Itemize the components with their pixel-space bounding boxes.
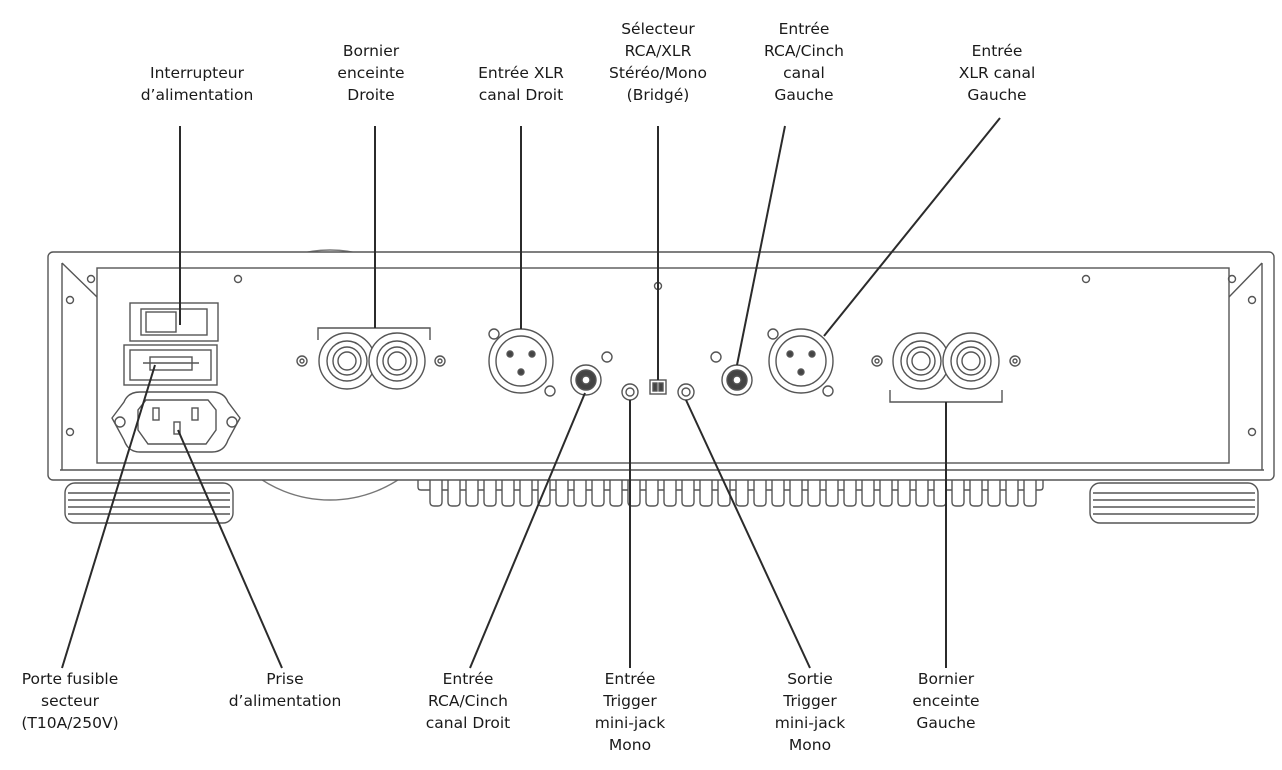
label-xlr-input-right: Entrée XLR canal Droit: [478, 62, 564, 106]
label-line: RCA/XLR: [624, 42, 692, 60]
label-trigger-input: Entrée Trigger mini-jack Mono: [595, 668, 665, 756]
label-line: canal Droit: [478, 86, 564, 104]
leader-rca-left: [736, 125, 786, 366]
label-line: enceinte: [337, 64, 405, 82]
label-line: Porte fusible: [21, 670, 119, 688]
power-switch: [129, 302, 219, 342]
label-fuse-holder: Porte fusible secteur (T10A/250V): [21, 668, 118, 734]
label-line: Gauche: [967, 86, 1027, 104]
label-line: Trigger: [603, 692, 657, 710]
iec-power-socket: [111, 391, 241, 453]
fuse-holder: [123, 344, 218, 386]
xlr-input-left: [767, 328, 834, 397]
label-line: RCA/Cinch: [764, 42, 844, 60]
label-line: Entrée: [778, 20, 830, 38]
right-foot: [1089, 482, 1259, 524]
left-foot: [64, 482, 234, 524]
label-line: canal: [783, 64, 825, 82]
label-line: mini-jack: [774, 714, 846, 732]
chassis-inner-panel: [96, 267, 1230, 464]
label-line: Stéréo/Mono: [609, 64, 707, 82]
label-line: Mono: [608, 736, 652, 754]
label-power-switch: Interrupteur d’alimentation: [141, 62, 254, 106]
trigger-input-jack: [621, 383, 639, 401]
label-line: d’alimentation: [140, 86, 254, 104]
trigger-output-jack: [677, 383, 695, 401]
label-line: Sélecteur: [621, 20, 695, 38]
label-line: Prise: [266, 670, 304, 688]
label-line: Entrée: [971, 42, 1023, 60]
label-line: mini-jack: [594, 714, 666, 732]
label-line: Entrée: [442, 670, 494, 688]
label-trigger-output: Sortie Trigger mini-jack Mono: [775, 668, 845, 756]
label-line: canal Droit: [425, 714, 511, 732]
bevel-tl: [61, 262, 98, 298]
label-line: Entrée XLR: [478, 64, 564, 82]
label-line: Bornier: [342, 42, 400, 60]
label-line: secteur: [41, 692, 99, 710]
label-line: Droite: [347, 86, 395, 104]
label-line: d’alimentation: [228, 692, 342, 710]
label-line: (T10A/250V): [21, 714, 119, 732]
leader-power-socket: [177, 429, 283, 669]
label-left-speaker-terminal: Bornier enceinte Gauche: [912, 668, 979, 734]
label-rca-input-right: Entrée RCA/Cinch canal Droit: [426, 668, 510, 734]
label-power-socket: Prise d’alimentation: [229, 668, 342, 712]
xlr-input-right: [488, 328, 556, 397]
label-line: Bornier: [917, 670, 975, 688]
leader-fuse-holder: [61, 364, 156, 669]
rca-xlr-selector: [649, 379, 667, 395]
label-line: RCA/Cinch: [428, 692, 508, 710]
label-line: Gauche: [916, 714, 976, 732]
label-line: Interrupteur: [150, 64, 244, 82]
label-line: Gauche: [774, 86, 834, 104]
label-selector: Sélecteur RCA/XLR Stéréo/Mono (Bridgé): [609, 18, 707, 106]
leader-xlr-left: [823, 117, 1001, 337]
left-speaker-terminal: [871, 332, 1021, 403]
label-line: Trigger: [783, 692, 837, 710]
label-line: Mono: [788, 736, 832, 754]
leader-trigger-output: [685, 399, 811, 669]
label-line: enceinte: [912, 692, 980, 710]
bevel-tr: [1228, 262, 1263, 298]
label-line: XLR canal: [958, 64, 1036, 82]
label-line: Sortie: [787, 670, 833, 688]
leader-rca-right: [469, 392, 586, 669]
label-line: (Bridgé): [626, 86, 690, 104]
label-rca-input-left: Entrée RCA/Cinch canal Gauche: [764, 18, 844, 106]
rca-input-right: [570, 351, 613, 396]
label-line: Entrée: [604, 670, 656, 688]
label-xlr-input-left: Entrée XLR canal Gauche: [959, 40, 1036, 106]
label-right-speaker-terminal: Bornier enceinte Droite: [337, 40, 404, 106]
